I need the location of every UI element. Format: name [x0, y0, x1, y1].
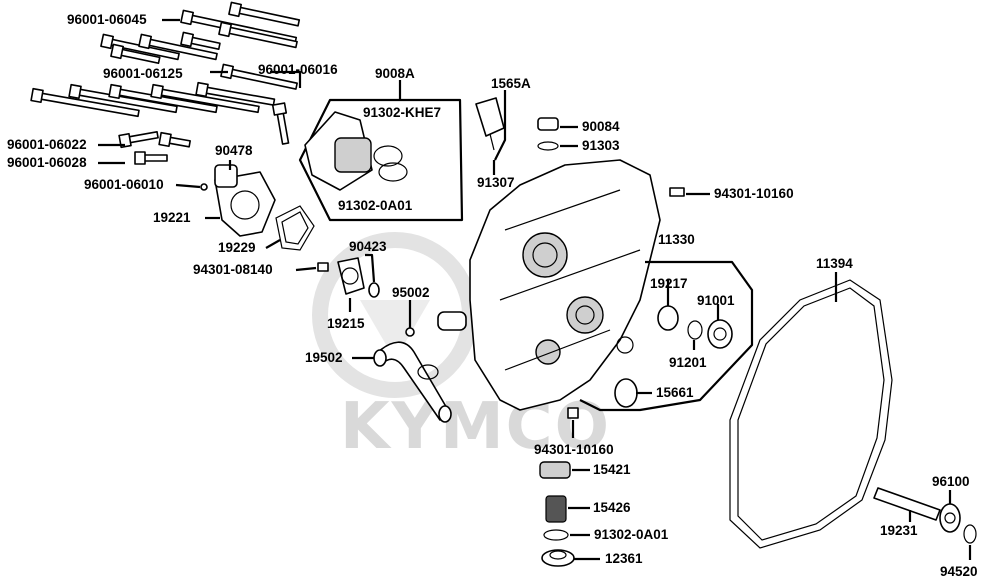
label-91302-0A01-bottom: 91302-0A01 — [594, 527, 669, 542]
label-91307: 91307 — [477, 175, 515, 190]
label-19221: 19221 — [153, 210, 191, 225]
label-15426: 15426 — [593, 500, 631, 515]
label-96001-06022: 96001-06022 — [7, 137, 87, 152]
group-box-11330 — [579, 260, 754, 412]
label-11330: 11330 — [658, 232, 695, 247]
label-90478: 90478 — [215, 143, 253, 158]
shaft-19231 — [873, 487, 977, 544]
label-91302-KHE7: 91302-KHE7 — [363, 105, 441, 120]
watermark-text: KYMCO — [340, 390, 611, 464]
label-96001-06125: 96001-06125 — [103, 66, 183, 81]
label-9008A: 9008A — [375, 66, 415, 81]
label-94301-10160-bottom: 94301-10160 — [534, 442, 614, 457]
label-94301-08140: 94301-08140 — [193, 262, 273, 277]
leader-lines — [98, 18, 972, 561]
label-90423: 90423 — [349, 239, 387, 254]
label-19215: 19215 — [327, 316, 365, 331]
label-1565A: 1565A — [491, 76, 531, 91]
pin-94301-08140 — [317, 262, 329, 272]
label-94301-10160-top: 94301-10160 — [714, 186, 794, 201]
label-96001-06028: 96001-06028 — [7, 155, 87, 170]
label-96001-06010: 96001-06010 — [84, 177, 164, 192]
crankcase-cover-11330 — [437, 159, 685, 419]
seal-90423 — [368, 282, 380, 298]
label-91201: 91201 — [669, 355, 707, 370]
label-91302-0A01-top: 91302-0A01 — [338, 198, 413, 213]
label-96100: 96100 — [932, 474, 970, 489]
bolt-group-long — [30, 81, 290, 165]
label-15661: 15661 — [656, 385, 694, 400]
bolt-96001-06010 — [200, 183, 208, 191]
label-15421: 15421 — [593, 462, 631, 477]
hose-19502 — [373, 341, 452, 423]
group-box-9008A — [298, 98, 464, 222]
label-11394: 11394 — [816, 256, 853, 271]
label-19217: 19217 — [650, 276, 688, 291]
bolt-group-top — [100, 1, 301, 90]
strainer-stack — [539, 461, 575, 567]
kymco-watermark: KYMCO — [312, 232, 611, 464]
label-96001-06045: 96001-06045 — [67, 12, 147, 27]
label-90084: 90084 — [582, 119, 620, 134]
part-labels: 96001-06045 96001-06125 96001-06016 9008… — [7, 12, 978, 579]
label-94520: 94520 — [940, 564, 978, 579]
gasket-11394 — [729, 279, 893, 549]
label-19229: 19229 — [218, 240, 256, 255]
gasket-19229 — [275, 205, 315, 251]
sensor-1565A — [475, 97, 505, 151]
clamp-95002 — [405, 327, 439, 380]
pump-cover-19221 — [200, 164, 276, 237]
label-19502: 19502 — [305, 350, 343, 365]
label-91001: 91001 — [697, 293, 735, 308]
label-12361: 12361 — [605, 551, 643, 566]
label-95002: 95002 — [392, 285, 430, 300]
label-96001-06016: 96001-06016 — [258, 62, 338, 77]
label-91303: 91303 — [582, 138, 620, 153]
plug-90084 — [537, 117, 559, 151]
impeller-19215 — [337, 257, 365, 295]
label-19231: 19231 — [880, 523, 918, 538]
